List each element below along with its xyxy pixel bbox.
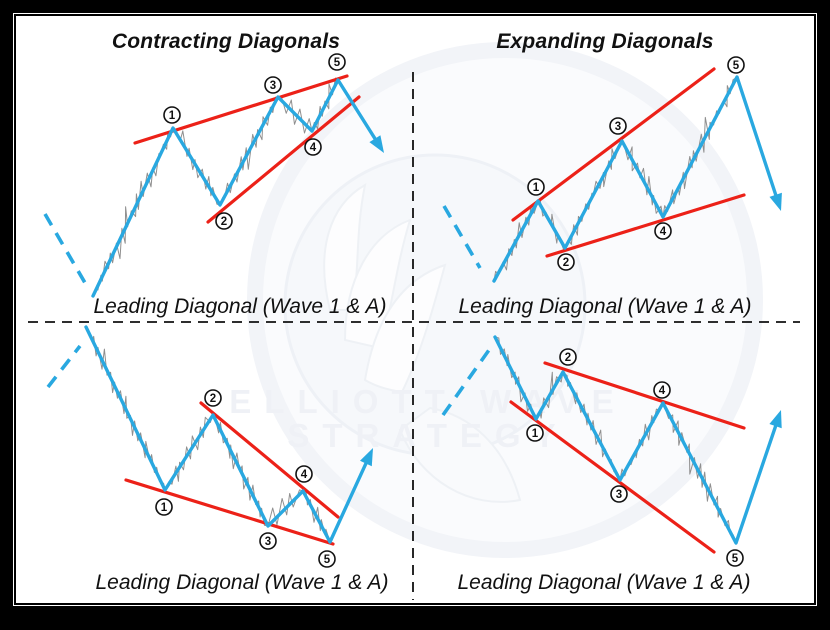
price-noise-trace [493,76,738,282]
prior-trend-dashed-line [441,348,491,417]
wave-label-number: 2 [221,216,227,228]
watermark-text-line1: ELLIOTT WAVE [229,383,626,420]
wave-label-circle [726,549,744,567]
wave-label-number: 3 [265,536,271,548]
upper-trendline [511,67,716,222]
wave-label-number: 1 [533,182,540,194]
watermark-swirl [398,406,522,503]
wave-label-circle [215,212,233,230]
wave-label-number: 3 [615,121,621,133]
wave-label-number: 1 [161,502,168,514]
lower-trendline [545,193,746,258]
wave-label-circle [264,76,282,94]
price-noise-trace [85,326,331,543]
wave-label-number: 3 [270,80,276,92]
wave-label-circle [654,222,672,240]
wave-label-circle [653,381,671,399]
caption-top-left: Leading Diagonal (Wave 1 & A) [93,295,387,318]
lower-trendline [124,478,335,546]
wave-label-number: 1 [169,110,176,122]
prior-trend-dashed-line [46,344,82,389]
wave-label-number: 2 [563,257,569,269]
wave-label-number: 3 [616,489,622,501]
wave-path [91,78,380,298]
wave-label-number: 5 [324,554,331,566]
wave-label-number: 2 [565,352,571,364]
arrowhead [360,448,373,467]
wave-label-number: 5 [732,553,739,565]
wave-label-number: 4 [310,142,317,154]
prior-trend-dashed-line [442,205,482,269]
arrowhead [769,192,782,211]
caption-bottom-right: Leading Diagonal (Wave 1 & A) [457,571,751,594]
wave-label-circle [259,532,277,550]
wave-label-circle [155,498,173,516]
upper-trendline [199,401,340,519]
caption-bottom-left: Leading Diagonal (Wave 1 & A) [95,571,389,594]
wave-path [493,335,779,545]
prior-trend-dashed-line [43,213,90,289]
wave-label-number: 4 [659,385,666,397]
wave-label-circle [557,253,575,271]
lower-trendline [509,400,716,554]
wave-label-circle [204,389,222,407]
wave-label-number: 4 [660,226,667,238]
wave-label-number: 2 [210,393,216,405]
wave-label-circle [328,53,346,71]
wave-label-circle [318,550,336,568]
wave-label-number: 5 [334,57,341,69]
caption-top-right: Leading Diagonal (Wave 1 & A) [458,295,752,318]
title-expanding-diagonals: Expanding Diagonals [496,30,714,53]
wave-path [492,75,779,283]
wave-label-circle [527,178,545,196]
wave-label-circle [610,485,628,503]
upper-trendline [543,361,746,430]
title-contracting-diagonals: Contracting Diagonals [111,30,341,53]
watermark-wing-feather [363,263,447,394]
wave-label-circle [304,138,322,156]
wave-label-circle [559,348,577,366]
wave-label-number: 1 [532,428,539,440]
lower-trendline [206,95,361,224]
arrowhead [769,410,782,429]
wave-label-circle [295,465,313,483]
wave-path [84,325,370,544]
wave-label-number: 4 [301,469,308,481]
watermark-text-line2: STRATEGY [287,417,568,454]
wave-label-circle [163,106,181,124]
wave-label-circle [609,117,627,135]
wave-label-circle [526,424,544,442]
wave-label-number: 5 [733,60,740,72]
wave-label-circle [727,56,745,74]
arrowhead [369,135,384,153]
